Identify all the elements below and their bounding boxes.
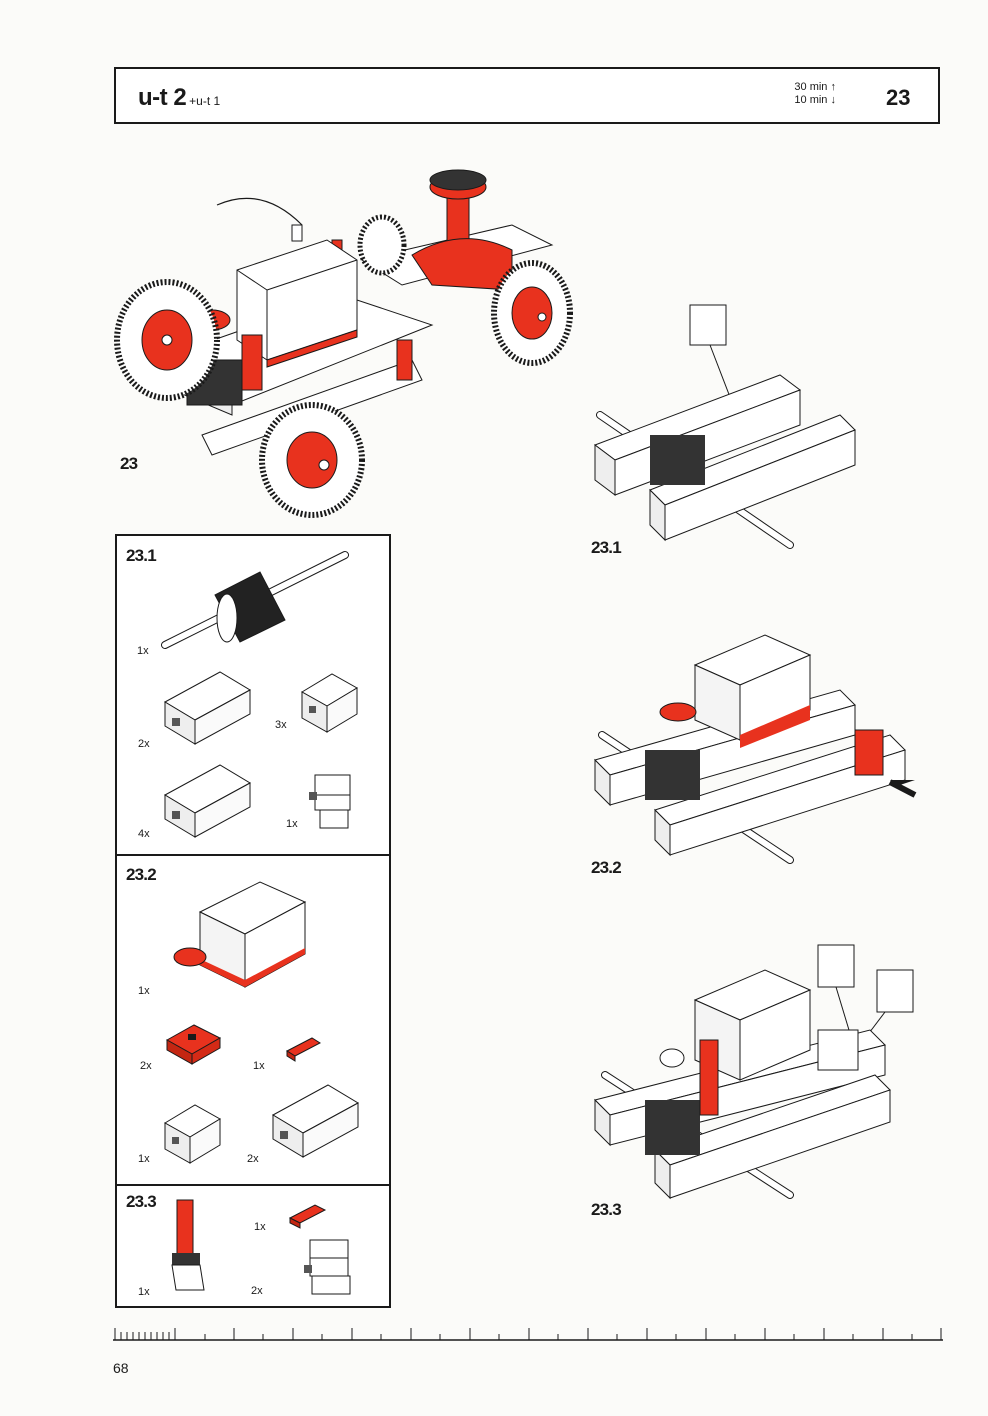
red-base-plate-part (162, 1020, 224, 1068)
qty-label: 1x (286, 818, 298, 830)
qty-label: 2x (138, 738, 150, 750)
parts-label-23-2: 23.2 (126, 865, 157, 884)
time-info: 30 min ↑ 10 min ↓ (776, 81, 836, 107)
parts-label-23-3: 23.3 (126, 1192, 157, 1211)
step-number: 23 (886, 85, 911, 110)
divider (117, 854, 389, 856)
qty-label: 3x (275, 719, 287, 731)
step-23-3-illustration (590, 940, 930, 1220)
arrow-up-icon: ↑ (830, 81, 837, 93)
step-23-2-illustration (590, 630, 920, 880)
figure-label-23: 23 (120, 454, 138, 473)
qty-label: 1x (138, 1286, 150, 1298)
qty-label: 1x (137, 645, 149, 657)
clip-connector-part (305, 770, 360, 830)
disassemble-time: 10 min (794, 94, 828, 106)
motor-part (165, 872, 310, 997)
clip-connector-part (300, 1235, 360, 1297)
qty-label: 1x (253, 1060, 265, 1072)
arrow-down-icon: ↓ (830, 94, 837, 106)
red-connector-part (287, 1200, 329, 1230)
prerequisite-model: +u-t 1 (189, 94, 221, 108)
step-label-23-3: 23.3 (591, 1200, 622, 1219)
divider (117, 1184, 389, 1186)
qty-label: 1x (138, 1153, 150, 1165)
qty-label: 1x (254, 1221, 266, 1233)
red-connector-part (284, 1033, 324, 1063)
qty-label: 4x (138, 828, 150, 840)
model-name: u-t 2 (138, 84, 187, 111)
page-number: 68 (113, 1360, 129, 1376)
qty-label: 2x (140, 1060, 152, 1072)
block-15-part (297, 662, 362, 737)
block-30-long-part (160, 755, 255, 840)
build-time: 30 min (794, 81, 828, 93)
step-23-1-illustration (590, 300, 860, 555)
step-label-23-2: 23.2 (591, 858, 622, 877)
gear-axle-part (155, 550, 355, 660)
page-header: u-t 2+u-t 1 30 min ↑ 10 min ↓ 23 (114, 67, 940, 124)
block-30-part (160, 662, 255, 747)
vehicle-illustration (112, 165, 582, 525)
qty-label: 1x (138, 985, 150, 997)
model-title: u-t 2+u-t 1 (138, 84, 220, 112)
qty-label: 2x (251, 1285, 263, 1297)
worm-gear-assembly-part (162, 1195, 217, 1295)
parts-label-23-1: 23.1 (126, 546, 157, 565)
block-15-part (160, 1095, 225, 1165)
block-30-part (268, 1075, 363, 1160)
qty-label: 2x (247, 1153, 259, 1165)
ruler (113, 1326, 943, 1342)
step-label-23-1: 23.1 (591, 538, 622, 557)
